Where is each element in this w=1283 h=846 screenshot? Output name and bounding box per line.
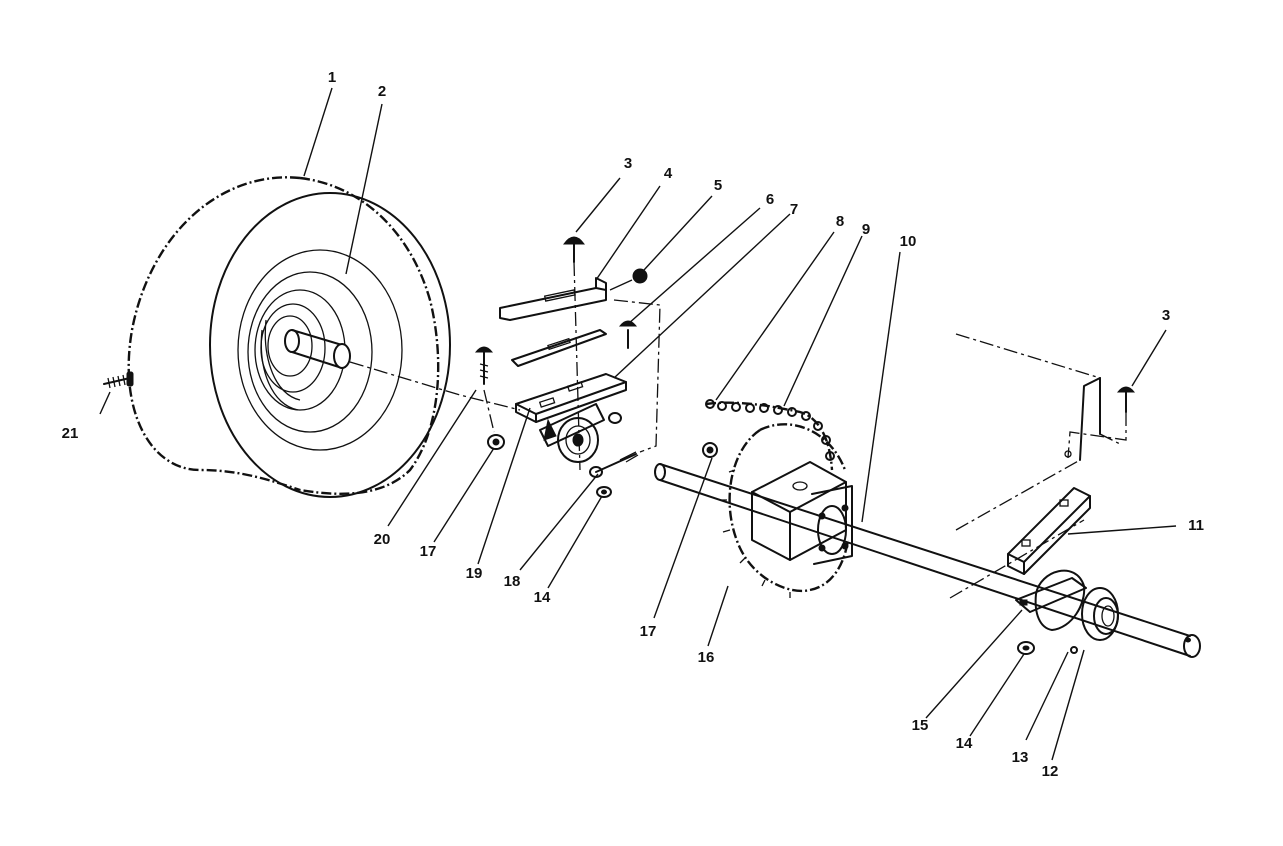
- callout-4: 4: [664, 165, 673, 182]
- leader-lines: [99, 87, 1177, 761]
- callout-15: 15: [912, 717, 929, 734]
- sprocket-16: [720, 423, 853, 598]
- callout-12: 12: [1042, 763, 1059, 780]
- callout-7: 7: [790, 201, 798, 218]
- callout-8: 8: [836, 213, 844, 230]
- callout-21: 21: [62, 425, 79, 442]
- callout-17-right: 17: [640, 623, 657, 640]
- bracket-assembly: [499, 268, 648, 498]
- callout-18: 18: [504, 573, 521, 590]
- callout-10: 10: [900, 233, 917, 250]
- callout-13: 13: [1012, 749, 1029, 766]
- callout-14-right: 14: [956, 735, 973, 752]
- callout-16: 16: [698, 649, 715, 666]
- callout-20: 20: [374, 531, 391, 548]
- callout-9: 9: [862, 221, 870, 238]
- wheel-assembly: [127, 176, 451, 498]
- callout-19: 19: [466, 565, 483, 582]
- callout-5: 5: [714, 177, 722, 194]
- bolt-3-upper: [563, 236, 585, 263]
- bearing-15: [1015, 569, 1119, 655]
- shaft-10: [654, 463, 1201, 658]
- frame-housing: [949, 333, 1121, 599]
- chain-8-9: [705, 399, 835, 471]
- bracket-11: [1007, 487, 1091, 575]
- nut-17-right: [702, 442, 718, 458]
- nut-17-left: [487, 434, 505, 450]
- callout-14-left: 14: [534, 589, 551, 606]
- callout-3-right: 3: [1162, 307, 1170, 324]
- callout-17-left: 17: [420, 543, 437, 560]
- callout-labels: 1 2 3 3 4 5 6 7 8 9 10 11 12 13 14 14 15…: [62, 69, 1204, 780]
- callout-1: 1: [328, 69, 336, 86]
- callout-6: 6: [766, 191, 774, 208]
- callout-2: 2: [378, 83, 386, 100]
- bolt-3-right: [1064, 386, 1136, 459]
- callout-3-upper: 3: [624, 155, 632, 172]
- bolt-20: [474, 346, 494, 385]
- wheel-centerline: [349, 361, 521, 411]
- callout-11: 11: [1188, 517, 1204, 534]
- screw-21: [103, 371, 134, 389]
